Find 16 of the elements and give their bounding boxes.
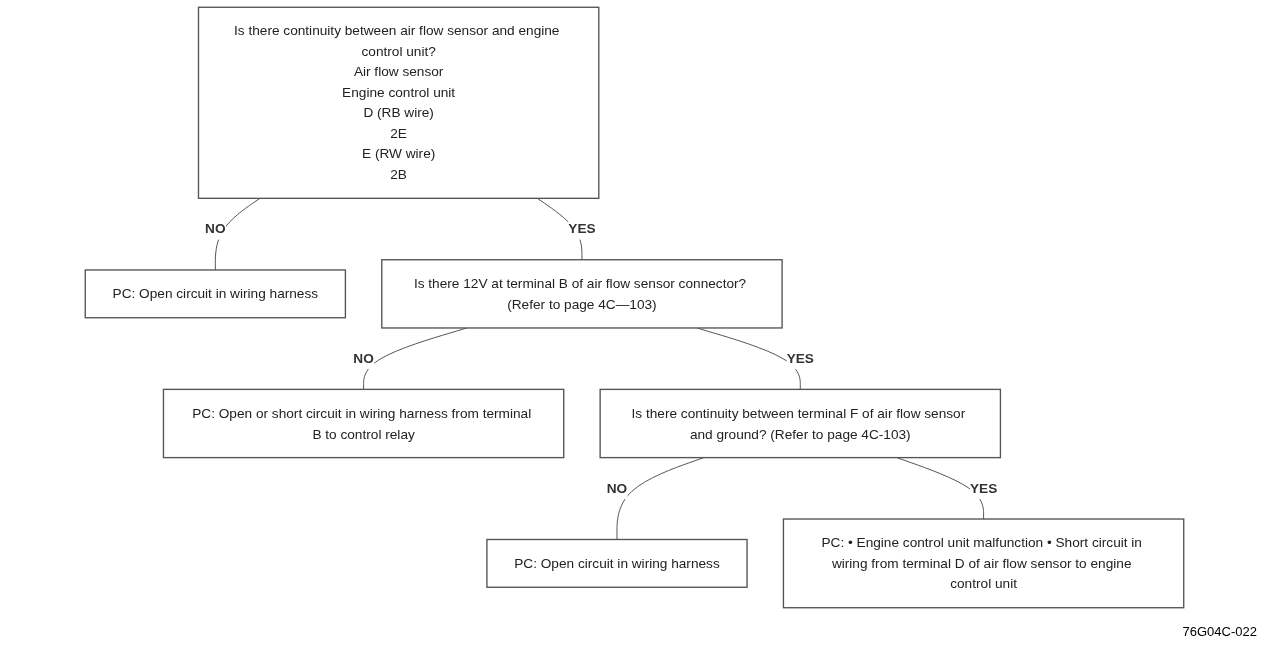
edge-label: YES xyxy=(969,479,998,496)
edge-label: YES xyxy=(786,350,814,366)
node-box: PC: Open circuit in wiring harness xyxy=(486,538,748,588)
figure-code: 76G04C-022 xyxy=(1182,624,1257,639)
node-box: Is there continuity between terminal F of air flow sensor and ground? (Refer to page 4C-103) xyxy=(599,388,1002,459)
edge-label: NO xyxy=(353,350,374,366)
node-box: Is there continuity between air flow sensor and engine control unit? Air flow sensor Engine control unit D (RB wire) 2E E (RW wire) 2B xyxy=(197,6,600,199)
edge-label: NO xyxy=(606,479,628,496)
node-box: PC: • Engine control unit malfunction • Short circuit in wiring from terminal D of air flow sensor to engine control unit xyxy=(782,518,1185,609)
connector xyxy=(214,197,261,271)
edge-label: NO xyxy=(205,220,226,237)
node-box: PC: Open circuit in wiring harness xyxy=(84,269,347,319)
connector xyxy=(896,457,985,520)
node-box: PC: Open or short circuit in wiring harness from terminal B to control relay xyxy=(162,388,565,459)
node-box: Is there 12V at terminal B of air flow sensor connector? (Refer to page 4C—103) xyxy=(381,259,783,329)
edge-label: YES xyxy=(568,220,596,237)
